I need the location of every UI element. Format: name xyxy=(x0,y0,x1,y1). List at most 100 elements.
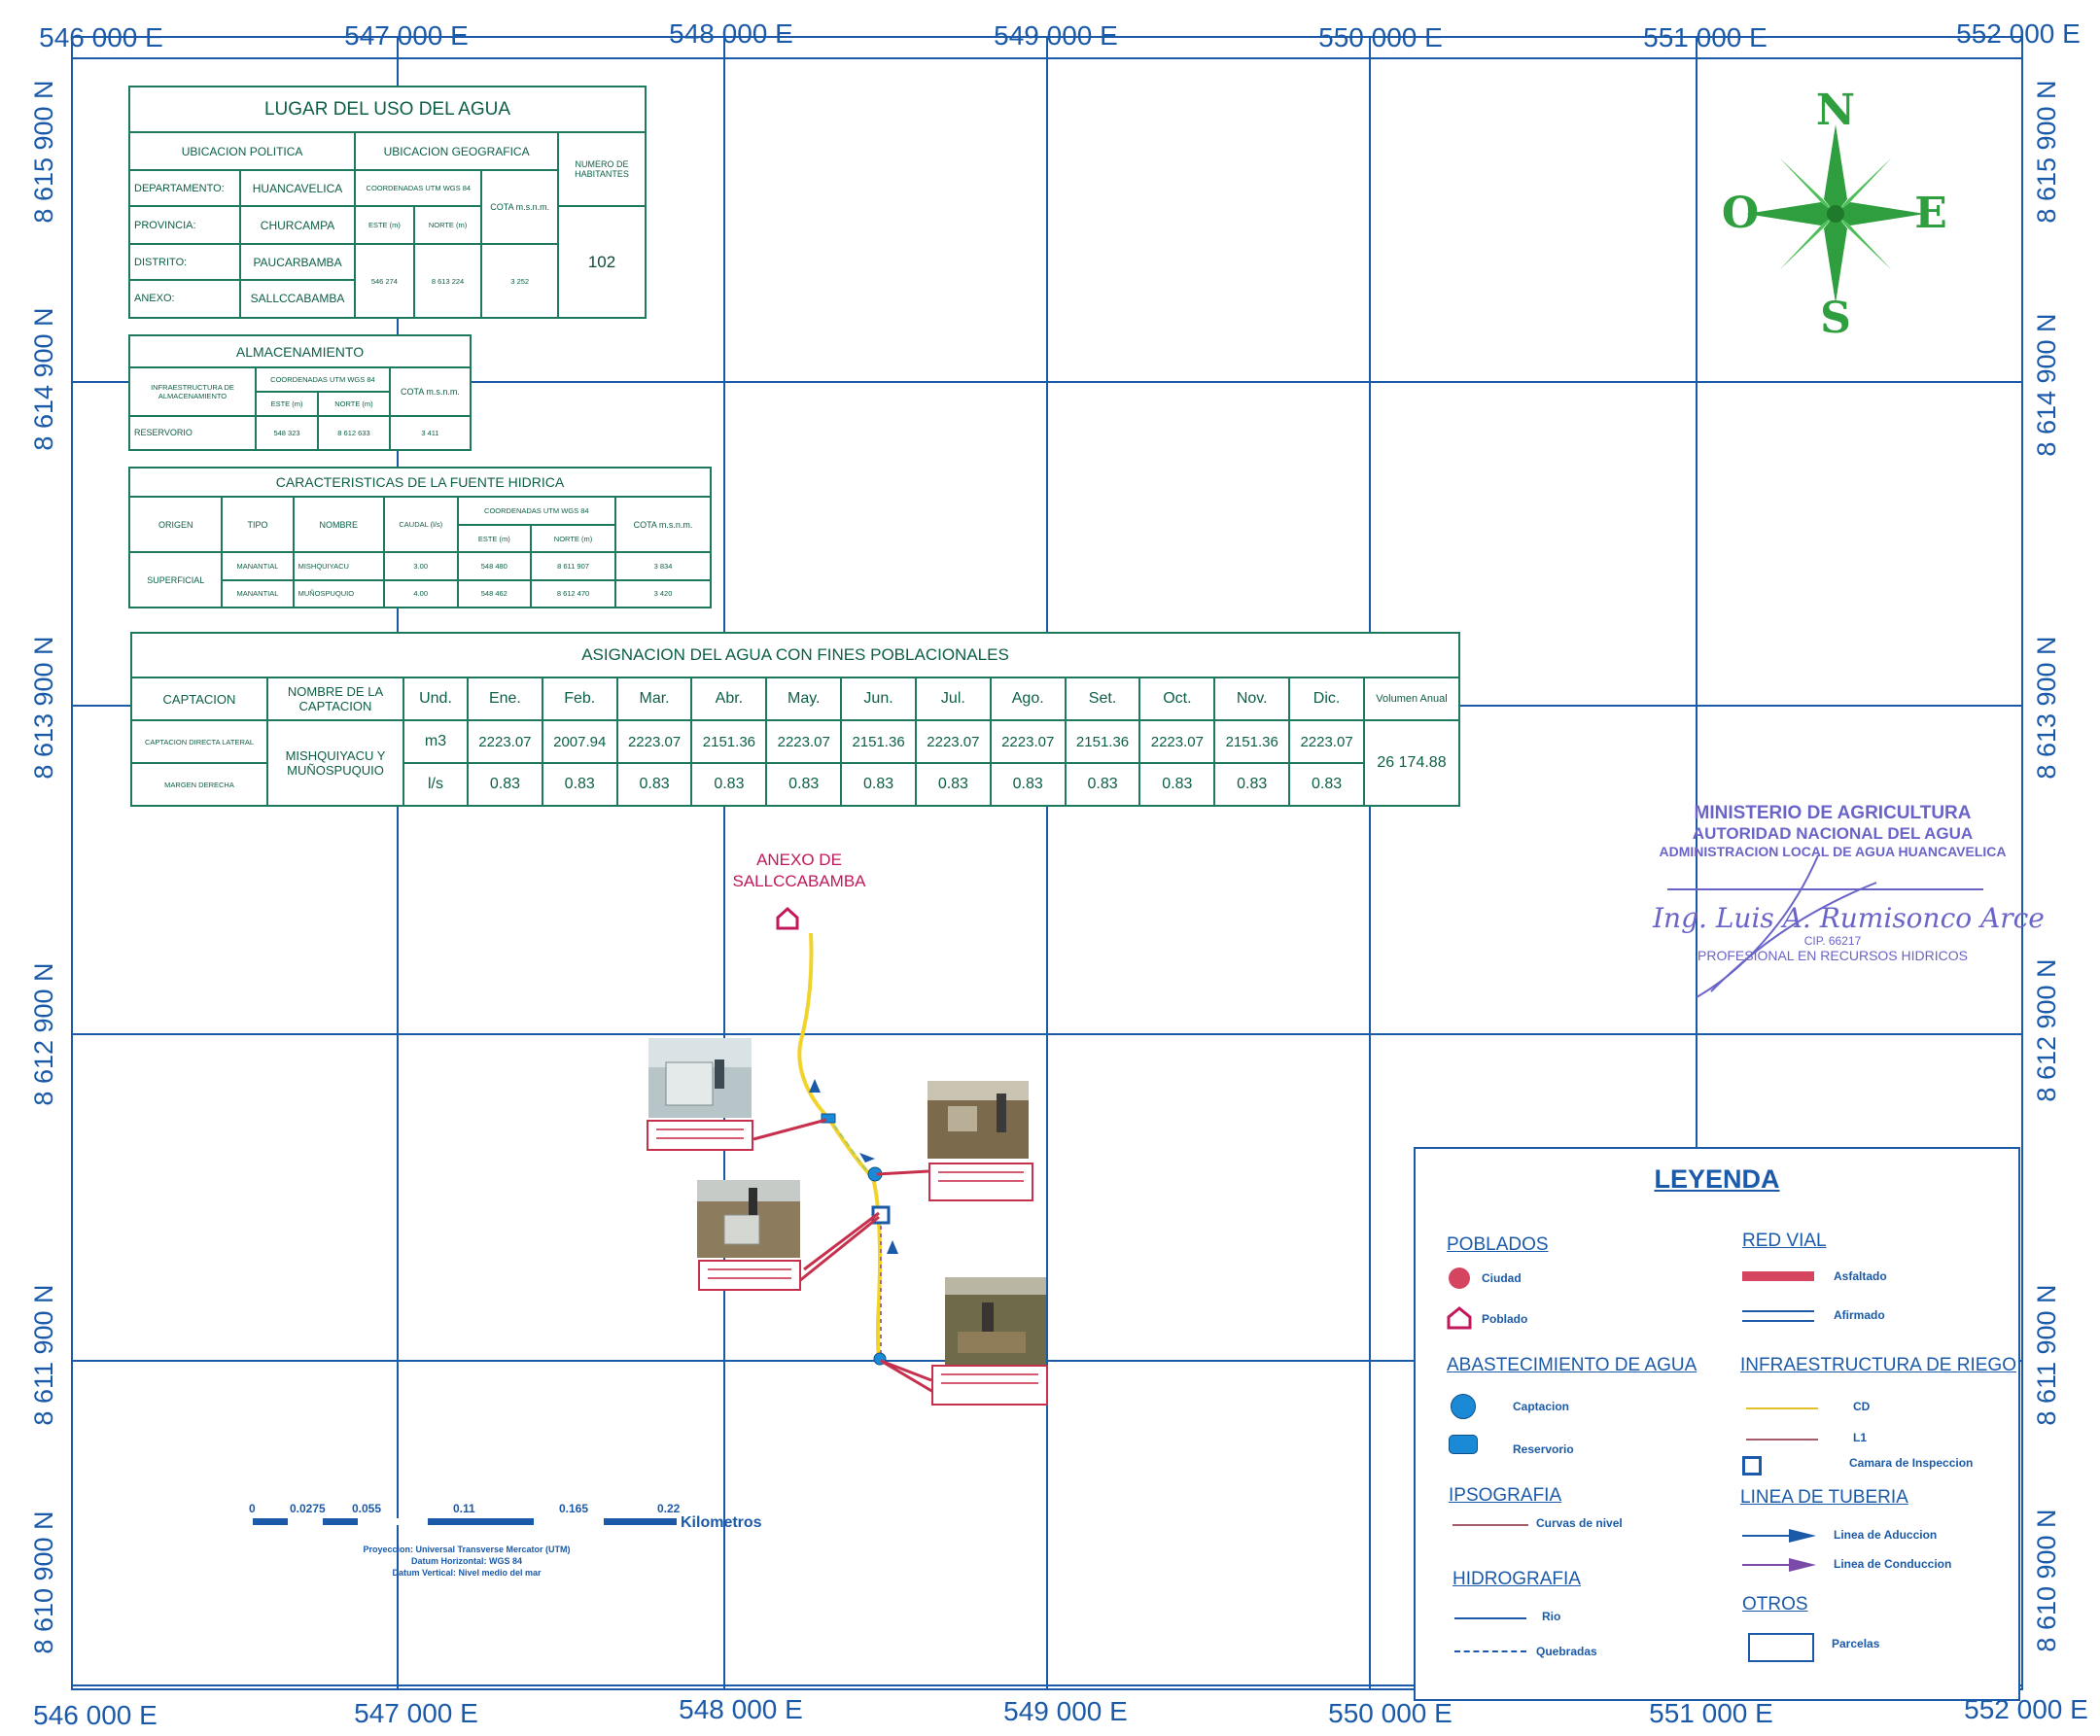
legend-item-captacion: Captacion xyxy=(1513,1400,1570,1413)
leader-line xyxy=(876,1169,929,1176)
origen-value: SUPERFICIAL xyxy=(127,551,224,608)
northing-label: 8 613 900 N xyxy=(2032,636,2061,779)
flow-arrow-icon xyxy=(887,1240,898,1254)
norte-value: 8 612 470 xyxy=(530,578,617,609)
curvas-symbol xyxy=(1452,1524,1528,1526)
provincia-label: PROVINCIA: xyxy=(128,205,241,246)
northing-label: 8 613 900 N xyxy=(29,636,58,779)
departamento-value: HUANCAVELICA xyxy=(238,169,357,208)
table-title: LUGAR DEL USO DEL AGUA xyxy=(128,85,647,134)
m3-value: 2223.07 xyxy=(1288,719,1365,764)
almacenamiento-table: ALMACENAMIENTO INFRAESTRUCTURA DE ALMACE… xyxy=(128,333,472,452)
m3-value: 2223.07 xyxy=(467,719,543,764)
ls-value: 0.83 xyxy=(1138,762,1216,807)
este-value: 548 462 xyxy=(456,578,533,609)
origen-header: ORIGEN xyxy=(127,496,224,554)
ubicacion-geografica-header: UBICACION GEOGRAFICA xyxy=(354,131,559,172)
conduccion-arrow-icon xyxy=(1742,1558,1816,1572)
provincia-value: CHURCAMPA xyxy=(238,205,357,246)
reservorio-norte: 8 612 633 xyxy=(317,414,391,452)
leader-line xyxy=(880,1359,934,1394)
legend-item-poblado: Poblado xyxy=(1482,1312,1528,1326)
m3-value: 2151.36 xyxy=(690,719,768,764)
photo-person xyxy=(715,1059,724,1089)
ciudad-icon xyxy=(1449,1267,1470,1289)
compass-center xyxy=(1827,205,1844,223)
legend-category-red-vial: RED VIAL xyxy=(1742,1231,1827,1251)
legend-item-afirmado: Afirmado xyxy=(1834,1308,1885,1322)
caudal-value: 4.00 xyxy=(382,578,459,609)
m3-row: CAPTACION DIRECTA LATERAL MISHQUIYACU Y … xyxy=(130,719,1460,807)
northing-label: 8 612 900 N xyxy=(2032,958,2061,1101)
asfaltado-symbol xyxy=(1742,1271,1814,1281)
month-header-row: CAPTACION NOMBRE DE LA CAPTACION Und. En… xyxy=(130,677,1460,721)
unit-m3: m3 xyxy=(402,719,469,764)
leader-line xyxy=(752,1118,827,1141)
month-header: Jul. xyxy=(914,677,992,721)
easting-label: 550 000 E xyxy=(1328,1698,1452,1728)
norte-value: 8 613 224 xyxy=(412,243,483,319)
scale-bar-segment xyxy=(288,1518,323,1525)
legend-item-conduccion: Linea de Conduccion xyxy=(1834,1557,1952,1571)
easting-label: 547 000 E xyxy=(354,1698,478,1728)
cota-header: COTA m.s.n.m. xyxy=(480,169,559,246)
photo-box xyxy=(723,1214,760,1245)
legend-category-poblados: POBLADOS xyxy=(1447,1234,1549,1255)
fuente-hidrica-table: CARACTERISTICAS DE LA FUENTE HIDRICA ORI… xyxy=(127,466,712,609)
numero-habitantes-header: NUMERO DE HABITANTES xyxy=(557,131,647,208)
m3-value: 2151.36 xyxy=(1213,719,1291,764)
annex-sallccabamba: ANEXO DE SALLCCABAMBA xyxy=(733,851,866,930)
compass-needle-east xyxy=(1836,202,1925,226)
stamp-authority: AUTORIDAD NACIONAL DEL AGUA xyxy=(1692,824,1974,843)
reservorio-icon xyxy=(1449,1435,1478,1454)
northing-label: 8 611 900 N xyxy=(2032,1284,2061,1425)
legend-category-linea-tuberia: LINEA DE TUBERIA xyxy=(1740,1487,1908,1508)
leader-line xyxy=(798,1215,880,1283)
compass-needle-west xyxy=(1746,202,1836,226)
ls-value: 0.83 xyxy=(765,762,843,807)
cota-value: 3 834 xyxy=(614,551,712,581)
compass-needle-sw xyxy=(1779,214,1836,270)
tipo-value: MANANTIAL xyxy=(221,551,295,581)
volumen-value: 26 174.88 xyxy=(1363,719,1460,807)
scale-tick-label: 0.055 xyxy=(352,1502,382,1515)
ls-value: 0.83 xyxy=(1288,762,1365,807)
coord-header: COORDENADAS UTM WGS 84 xyxy=(255,366,391,393)
annex-label: ANEXO DE xyxy=(756,851,842,869)
table-title: ALMACENAMIENTO xyxy=(128,333,472,369)
compass-needle-north xyxy=(1824,124,1847,214)
legend-item-aduccion: Linea de Aduccion xyxy=(1834,1528,1938,1542)
reservorio-este: 548 323 xyxy=(254,414,320,452)
ls-value: 0.83 xyxy=(615,762,693,807)
table-row: SUPERFICIAL MANANTIAL MISHQUIYACU 3.00 5… xyxy=(127,551,712,608)
nombre-header: NOMBRE xyxy=(292,496,385,554)
m3-value: 2007.94 xyxy=(541,719,618,764)
nombre-value: MISHQUIYACU Y MUÑOSPUQUIO xyxy=(266,719,404,807)
m3-value: 2151.36 xyxy=(1064,719,1141,764)
poblado-house-icon xyxy=(776,906,799,930)
ls-value: 0.83 xyxy=(690,762,768,807)
aduccion-arrow-icon xyxy=(1742,1529,1816,1543)
projection-text: Proyeccion: Universal Transverse Mercato… xyxy=(363,1545,571,1554)
scale-bar-track xyxy=(253,1518,677,1525)
photo-caption xyxy=(698,1260,801,1291)
projection-note: Proyeccion: Universal Transverse Mercato… xyxy=(321,1544,612,1579)
tipo-value: MANANTIAL xyxy=(221,578,295,609)
legend-item-rio: Rio xyxy=(1542,1610,1561,1623)
camara-icon xyxy=(1742,1456,1762,1476)
este-header: ESTE (m) xyxy=(254,390,320,417)
easting-label: 549 000 E xyxy=(1003,1696,1128,1726)
scale-bar-segment xyxy=(358,1518,428,1525)
captacion-value: CAPTACION DIRECTA LATERAL xyxy=(130,719,268,764)
easting-label: 548 000 E xyxy=(679,1694,803,1724)
stamp-admin: ADMINISTRACION LOCAL DE AGUA HUANCAVELIC… xyxy=(1659,844,2007,859)
legend-item-asfaltado: Asfaltado xyxy=(1834,1269,1887,1283)
m3-value: 2223.07 xyxy=(989,719,1067,764)
caudal-value: 3.00 xyxy=(382,551,459,581)
norte-header: NORTE (m) xyxy=(412,205,483,246)
distrito-value: PAUCARBAMBA xyxy=(238,243,357,281)
infra-header: INFRAESTRUCTURA DE ALMACENAMIENTO xyxy=(128,366,257,417)
legend-item-reservorio: Reservorio xyxy=(1513,1442,1574,1456)
coord-header: COORDENADAS UTM WGS 84 xyxy=(354,169,483,208)
m3-value: 2223.07 xyxy=(1138,719,1216,764)
